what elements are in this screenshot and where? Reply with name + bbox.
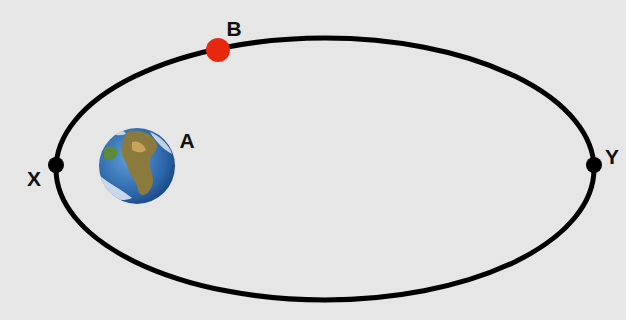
orbit-point xyxy=(48,157,64,173)
point-label: X xyxy=(27,168,41,189)
orbit-ellipse xyxy=(56,38,594,300)
satellite xyxy=(206,38,230,62)
point-label: B xyxy=(226,18,241,39)
point-label: A xyxy=(179,130,194,151)
point-label: Y xyxy=(605,146,619,167)
earth xyxy=(99,128,175,204)
orbit-point xyxy=(586,157,602,173)
